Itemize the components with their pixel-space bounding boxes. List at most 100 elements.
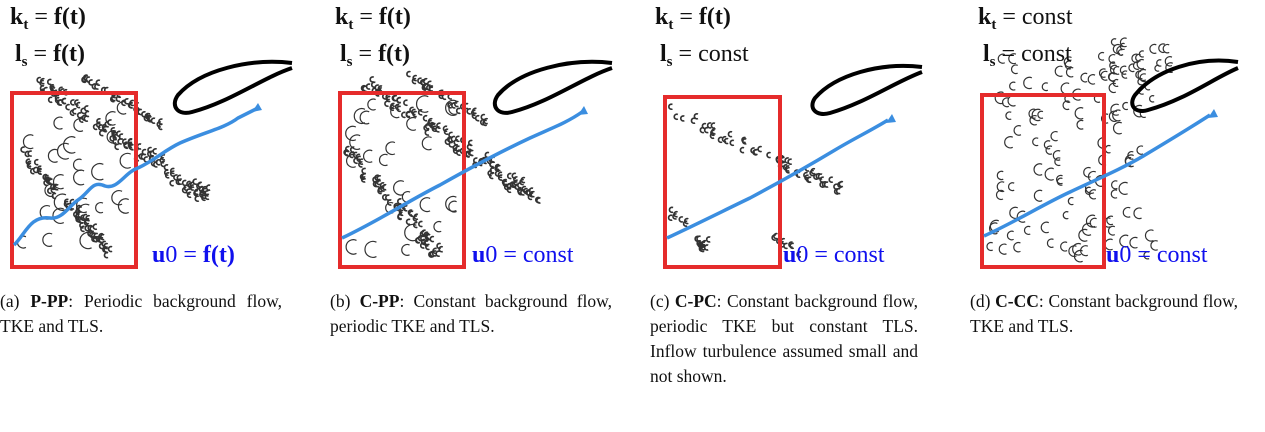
eddy-mark [345, 125, 357, 141]
eddy-mark [1110, 189, 1118, 199]
eddy-mark [22, 134, 34, 150]
eddy-mark [445, 195, 457, 212]
tls-equation: ls = const [983, 41, 1072, 70]
eddy-mark [482, 119, 488, 127]
eddy-mark [483, 117, 489, 125]
eddy-mark [52, 207, 65, 224]
eddy-mark [443, 128, 449, 136]
tke-equation: kt = f(t) [655, 4, 731, 33]
eddy-mark [706, 122, 712, 129]
eddy-mark [1119, 234, 1129, 248]
eddy-mark [668, 103, 673, 111]
eddy-mark [1110, 103, 1120, 116]
eddy-mark [513, 176, 518, 183]
eddy-mark [1143, 251, 1150, 260]
caption: (d) C-CC: Constant background flow, TKE … [970, 291, 1239, 336]
eddy-mark [705, 236, 711, 243]
eddy-mark [1060, 82, 1070, 95]
eddy-mark [785, 166, 790, 174]
streamline [666, 118, 889, 240]
eddy-mark [1100, 70, 1108, 81]
eddy-mark [345, 145, 350, 153]
eddy-mark [53, 116, 63, 130]
tke-equation: kt = f(t) [10, 4, 86, 33]
caption: (c) C-PC: Constant background flow, peri… [650, 291, 918, 386]
eddy-mark [1044, 167, 1054, 181]
eddy-mark [117, 198, 129, 214]
eddy-mark [441, 93, 447, 101]
eddy-mark [1083, 166, 1091, 178]
eddy-mark [1045, 145, 1053, 155]
eddy-mark [1110, 64, 1117, 75]
eddy-mark [47, 78, 52, 86]
domain-box [663, 95, 782, 269]
eddy-mark [442, 125, 448, 133]
eddy-mark [413, 213, 419, 221]
eddy-mark [682, 220, 688, 228]
streamline-arrowhead [578, 106, 588, 115]
eddy-mark [91, 83, 97, 90]
eddy-mark [415, 95, 429, 113]
eddy-mark [1009, 206, 1019, 219]
eddy-mark [98, 129, 104, 137]
eddy-mark [427, 119, 432, 127]
tke-equation: kt = const [978, 4, 1073, 33]
eddy-mark [358, 158, 364, 165]
streamline [983, 113, 1211, 238]
eddy-mark [418, 220, 423, 228]
eddy-mark [1108, 72, 1116, 83]
domain-box [980, 93, 1106, 269]
eddy-mark [412, 74, 418, 82]
eddy-mark [405, 111, 411, 119]
eddy-mark [803, 171, 808, 179]
eddy-mark [1063, 56, 1072, 68]
eddy-mark [703, 126, 709, 134]
eddy-mark [145, 112, 151, 120]
eddy-mark [1032, 137, 1039, 147]
eddy-mark [436, 122, 441, 129]
eddy-mark [1080, 245, 1089, 257]
eddy-mark [535, 196, 540, 204]
eddy-mark [1007, 95, 1016, 107]
eddy-mark [404, 223, 417, 242]
eddy-mark [497, 171, 503, 179]
eddy-mark [448, 200, 457, 213]
eddy-mark [156, 121, 162, 128]
eddy-mark [97, 236, 103, 243]
eddy-mark [673, 113, 679, 121]
eddy-mark [506, 172, 512, 180]
eddy-mark [69, 109, 75, 117]
eddy-mark [396, 96, 402, 104]
eddy-mark [1002, 97, 1010, 108]
eddy-mark [421, 229, 426, 236]
eddy-mark [1097, 51, 1105, 61]
eddy-mark [1040, 221, 1050, 234]
eddy-mark [668, 206, 674, 214]
eddy-mark [527, 193, 533, 201]
eddy-mark [1046, 238, 1054, 248]
eddy-mark [988, 222, 998, 235]
eddy-mark [1119, 37, 1127, 48]
airfoil [810, 64, 923, 116]
eddy-mark [502, 178, 508, 186]
eddy-mark [83, 105, 89, 112]
eddy-mark [193, 190, 199, 197]
eddy-mark [417, 77, 422, 85]
eddy-mark [680, 115, 685, 122]
eddy-mark [519, 178, 525, 186]
eddy-mark [823, 181, 829, 188]
eddy-mark [433, 220, 442, 233]
eddy-mark [1165, 62, 1174, 73]
eddy-mark [369, 76, 375, 83]
eddy-mark [1078, 228, 1088, 242]
eddy-mark [370, 81, 376, 89]
eddy-mark [111, 130, 117, 138]
panel-a: kt = f(t) ls = f(t) u0 = f(t) (a) P-PP: … [0, 0, 300, 432]
eddy-mark [997, 53, 1006, 64]
eddy-mark [1037, 110, 1044, 119]
eddy-mark [1132, 61, 1140, 70]
eddy-mark [376, 175, 382, 182]
eddy-mark [37, 168, 43, 175]
eddy-mark [1121, 70, 1128, 79]
eddy-mark [1004, 136, 1014, 149]
